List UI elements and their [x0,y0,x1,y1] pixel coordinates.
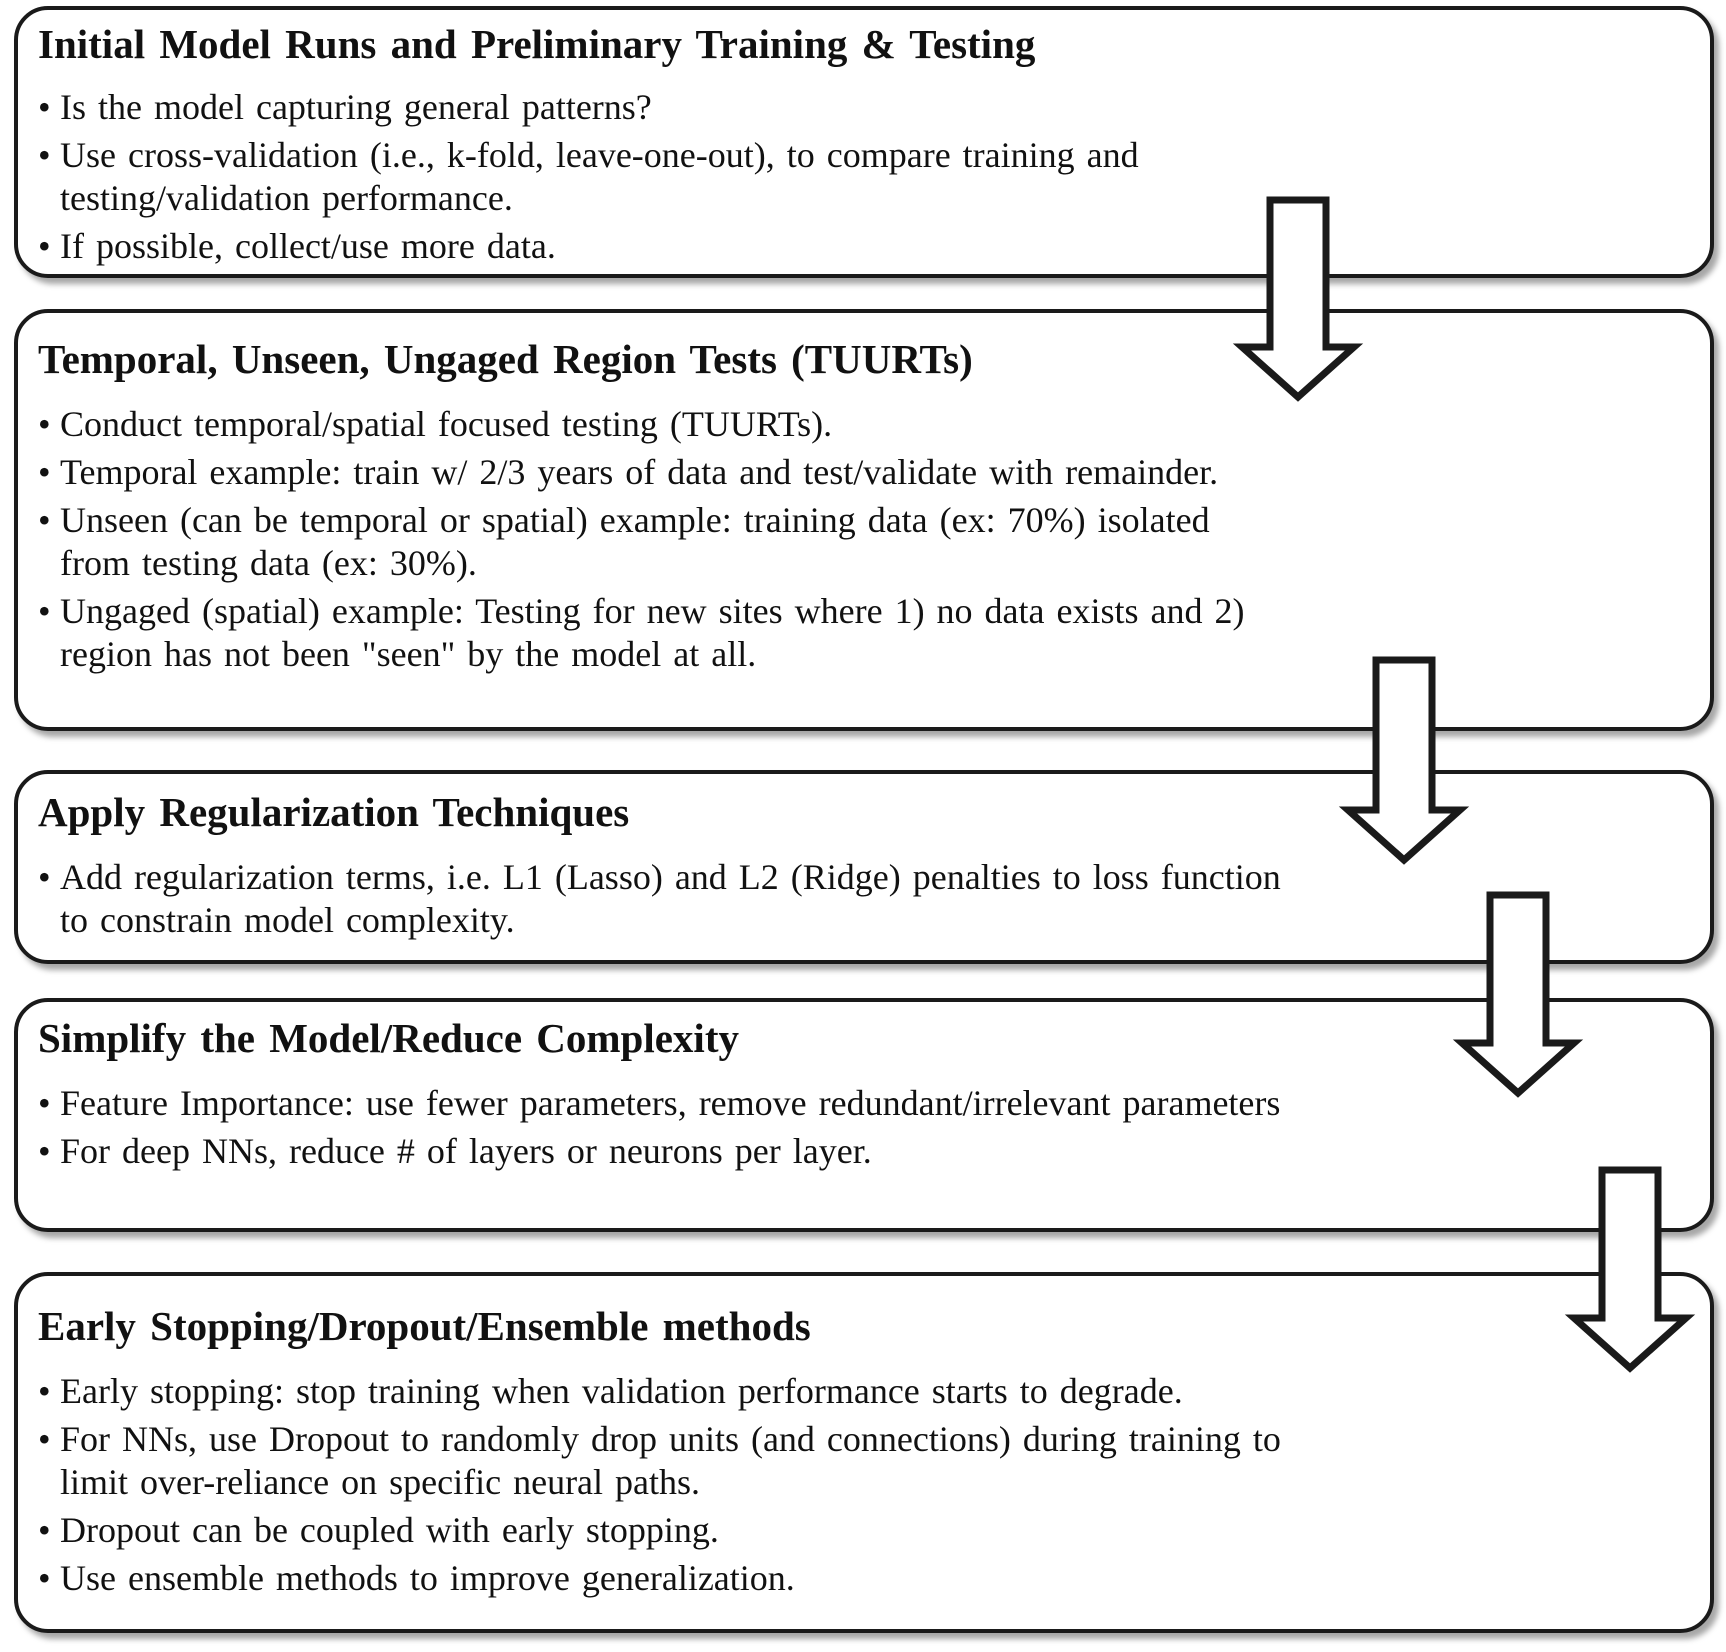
step-box-tuurts: Temporal, Unseen, Ungaged Region Tests (… [14,309,1714,731]
bullet-item: If possible, collect/use more data. [38,225,1290,268]
bullet-item: Is the model capturing general patterns? [38,86,1290,129]
bullet-item: Use cross-validation (i.e., k-fold, leav… [38,134,1290,220]
step-box-simplify-model: Simplify the Model/Reduce Complexity Fea… [14,998,1714,1232]
bullet-item: Dropout can be coupled with early stoppi… [38,1509,1290,1552]
step-bullet-list: Early stopping: stop training when valid… [38,1370,1290,1605]
step-box-initial-model-runs: Initial Model Runs and Preliminary Train… [14,6,1714,278]
bullet-item: Conduct temporal/spatial focused testing… [38,403,1290,446]
bullet-item: For deep NNs, reduce # of layers or neur… [38,1130,1290,1173]
bullet-item: Ungaged (spatial) example: Testing for n… [38,590,1290,676]
step-bullet-list: Conduct temporal/spatial focused testing… [38,403,1290,681]
step-box-early-stopping: Early Stopping/Dropout/Ensemble methods … [14,1272,1714,1633]
bullet-item: Temporal example: train w/ 2/3 years of … [38,451,1290,494]
step-title: Simplify the Model/Reduce Complexity [38,1015,739,1061]
step-bullet-list: Feature Importance: use fewer parameters… [38,1082,1290,1178]
step-title: Temporal, Unseen, Ungaged Region Tests (… [38,336,973,382]
bullet-item: Feature Importance: use fewer parameters… [38,1082,1290,1125]
step-bullet-list: Is the model capturing general patterns?… [38,86,1290,273]
step-title: Apply Regularization Techniques [38,789,630,835]
bullet-item: For NNs, use Dropout to randomly drop un… [38,1418,1290,1504]
step-box-regularization: Apply Regularization Techniques Add regu… [14,770,1714,964]
bullet-item: Add regularization terms, i.e. L1 (Lasso… [38,856,1290,942]
bullet-item: Unseen (can be temporal or spatial) exam… [38,499,1290,585]
step-title: Early Stopping/Dropout/Ensemble methods [38,1303,811,1349]
bullet-item: Use ensemble methods to improve generali… [38,1557,1290,1600]
step-title: Initial Model Runs and Preliminary Train… [38,21,1036,67]
step-bullet-list: Add regularization terms, i.e. L1 (Lasso… [38,856,1290,947]
bullet-item: Early stopping: stop training when valid… [38,1370,1290,1413]
